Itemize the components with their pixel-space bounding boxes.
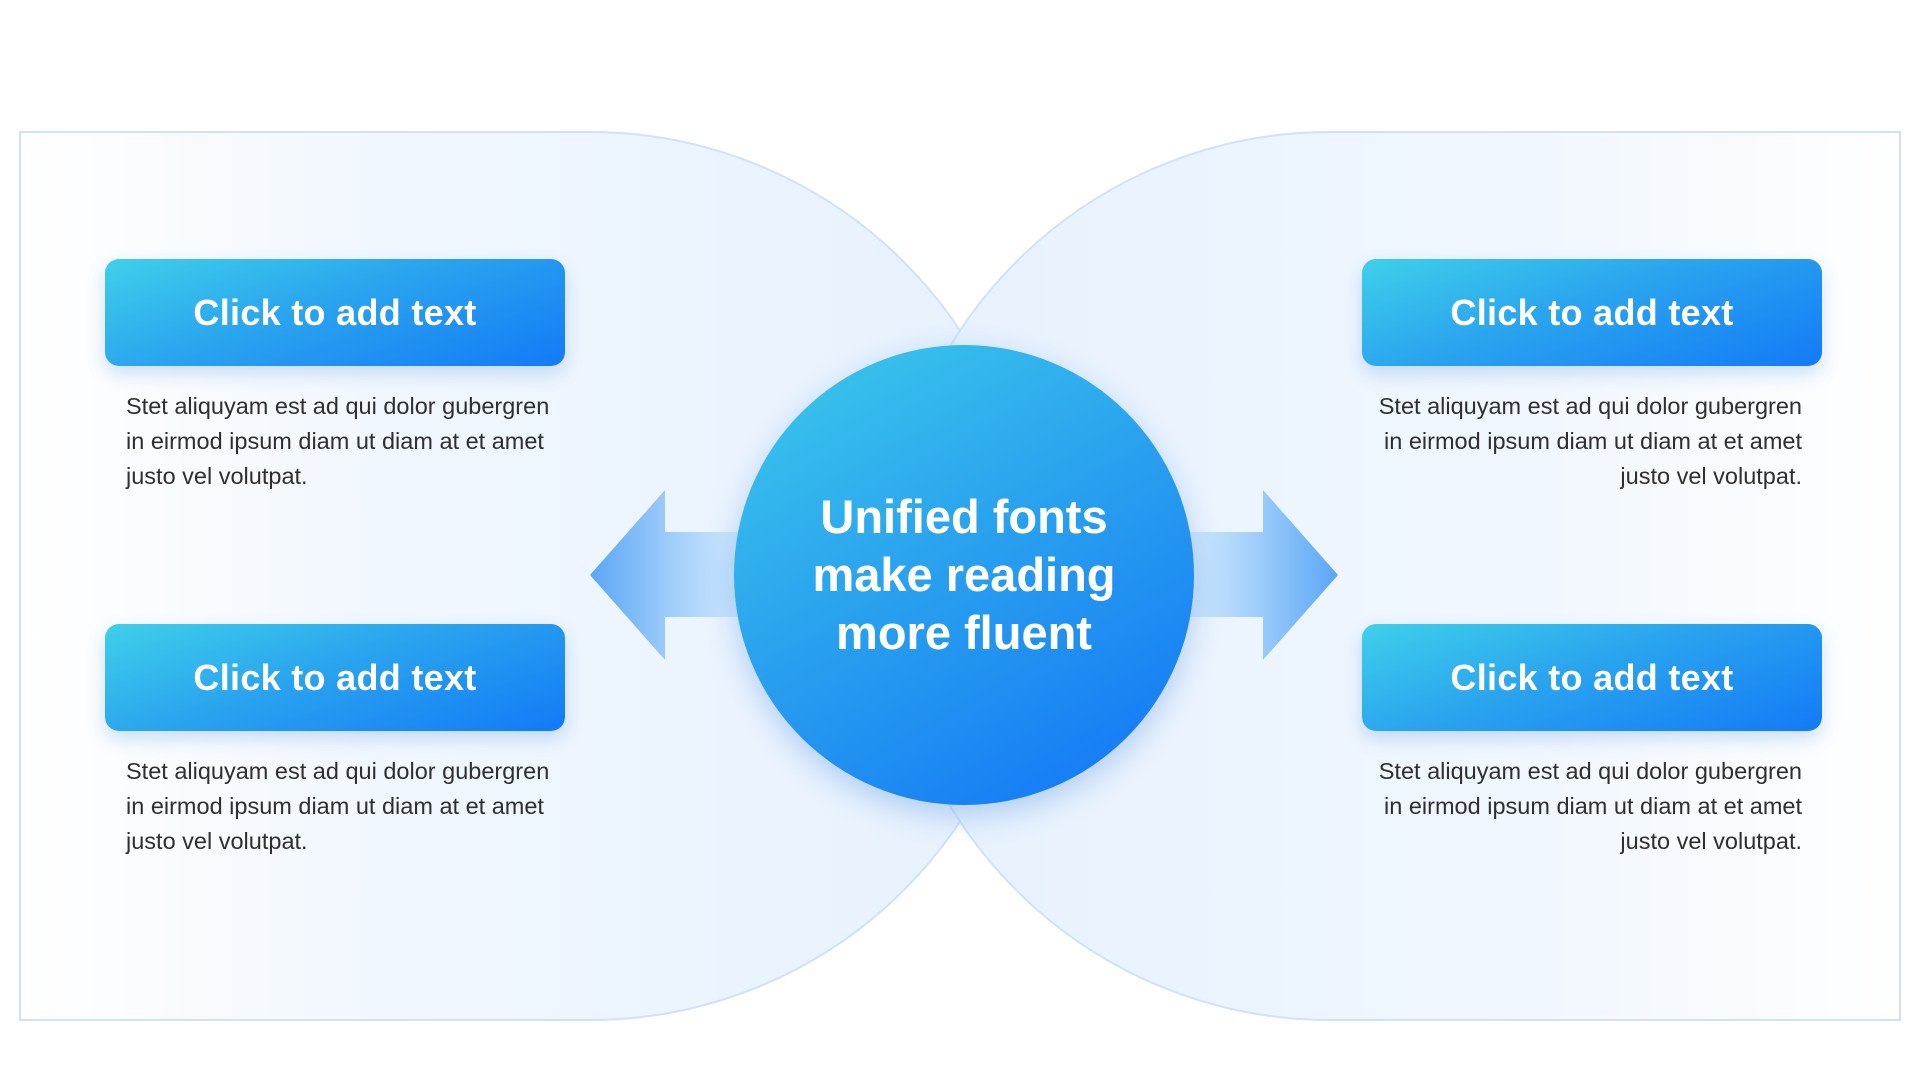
title-button-left-top[interactable]: Click to add text [105,259,565,366]
title-button-label: Click to add text [1450,656,1734,698]
title-button-label: Click to add text [193,656,477,698]
description-right-bottom: Stet aliquyam est ad qui dolor gubergren… [1378,758,1802,854]
title-button-right-top[interactable]: Click to add text [1362,259,1822,366]
right-arrow-head [1168,490,1338,660]
description-left-bottom: Stet aliquyam est ad qui dolor gubergren… [126,758,550,854]
title-button-label: Click to add text [193,291,477,333]
center-circle[interactable]: Unified fonts make reading more fluent [734,345,1194,805]
center-title: Unified fonts make reading more fluent [812,490,1116,659]
left-arrow-head [590,490,760,660]
title-button-left-bottom[interactable]: Click to add text [105,624,565,731]
title-button-right-bottom[interactable]: Click to add text [1362,624,1822,731]
description-right-top: Stet aliquyam est ad qui dolor gubergren… [1378,393,1802,489]
title-button-label: Click to add text [1450,291,1734,333]
description-left-top: Stet aliquyam est ad qui dolor gubergren… [126,393,550,489]
